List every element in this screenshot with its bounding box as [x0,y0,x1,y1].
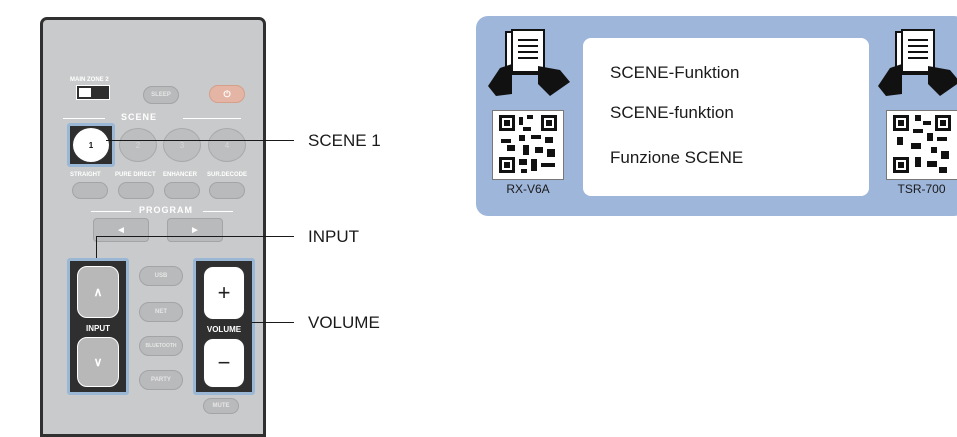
sur-decode-button[interactable] [209,182,245,199]
program-right-button[interactable]: ► [167,218,223,242]
function-name-box [583,38,869,196]
callout-line-input-vertical [96,236,97,258]
input-rocker-label: INPUT [86,324,110,333]
mode-label-pure-direct: PURE DIRECT [115,172,156,178]
party-button[interactable]: PARTY [139,370,183,390]
volume-rocker: + VOLUME − [193,258,255,395]
callout-line-volume [252,322,294,323]
mode-label-sur-decode: SUR.DECODE [207,172,248,178]
qr-code-right [886,110,957,180]
net-button[interactable]: NET [139,302,183,322]
function-name-it: Funzione SCENE [610,148,744,167]
straight-button[interactable] [72,182,108,199]
remote-control: MAIN ZONE 2 SLEEP ⏻ SCENE 1 2 3 4 STRAIG… [40,17,266,437]
arrow-right-icon: ► [190,224,200,236]
scene-header: SCENE [121,112,158,122]
callout-volume: VOLUME [308,313,380,332]
scene-button-4[interactable]: 4 [208,128,246,162]
model-right: TSR-700 [897,182,946,196]
usb-button[interactable]: USB [139,266,183,286]
callout-scene1: SCENE 1 [308,131,381,150]
power-icon: ⏻ [223,88,231,99]
manual-hand-icon [488,29,570,96]
main-zone-label: MAIN ZONE 2 [70,77,109,83]
input-up-button[interactable]: ∧ [77,266,119,318]
volume-up-button[interactable]: + [203,266,245,320]
input-down-button[interactable]: ∨ [77,337,119,387]
bluetooth-button[interactable]: BLUETOOTH [139,336,183,356]
scene-button-3[interactable]: 3 [163,128,201,162]
callout-line-input [96,236,294,237]
program-left-button[interactable]: ◄ [93,218,149,242]
mode-label-enhancer: ENHANCER [163,172,198,178]
scene-button-1[interactable]: 1 [72,127,110,163]
sleep-button[interactable]: SLEEP [143,86,179,104]
arrow-left-icon: ◄ [116,224,126,236]
program-header: PROGRAM [139,205,193,215]
callout-input: INPUT [308,227,359,246]
qr-code-left [492,110,564,180]
volume-down-button[interactable]: − [203,338,245,388]
manual-hand-icon-right [878,29,957,96]
function-name-de: SCENE-Funktion [610,63,740,82]
input-rocker: ∧ INPUT ∨ [67,258,129,395]
scene-button-2[interactable]: 2 [119,128,157,162]
volume-rocker-label: VOLUME [206,325,242,334]
enhancer-button[interactable] [164,182,200,199]
pure-direct-button[interactable] [118,182,154,199]
power-button[interactable]: ⏻ [209,85,245,103]
model-left: RX-V6A [506,182,550,196]
mute-button[interactable]: MUTE [203,398,239,414]
zone-switch[interactable] [76,85,110,100]
function-name-sv: SCENE-funktion [610,103,734,122]
mode-label-straight: STRAIGHT [70,172,101,178]
callout-line-scene1 [106,140,294,141]
